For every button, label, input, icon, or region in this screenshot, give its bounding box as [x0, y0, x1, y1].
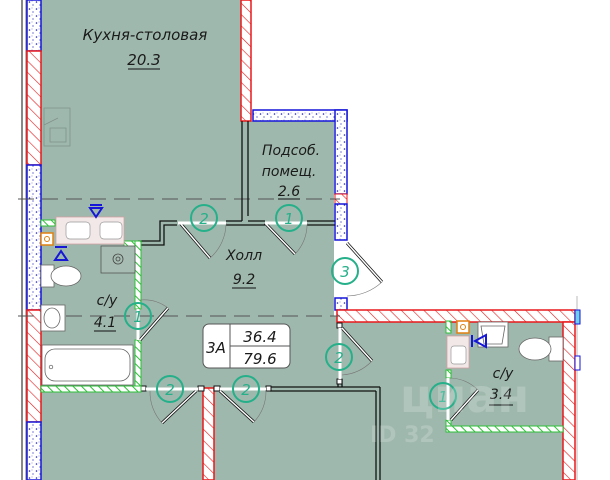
total-area: 79.6: [243, 350, 276, 368]
room-name: с/у: [493, 366, 514, 382]
svg-text:2: 2: [241, 381, 251, 399]
plumbing-partitions: [40, 219, 564, 433]
floor-fill: [41, 0, 574, 480]
stove-icon: [43, 107, 71, 147]
right-block-walls: [336, 296, 581, 480]
bath1-fixtures: [40, 204, 136, 386]
watermark: циан ID 32: [370, 369, 529, 448]
room-area: 9.2: [233, 272, 255, 288]
svg-text:3: 3: [340, 263, 350, 281]
room-hall: Холл 9.2: [225, 248, 262, 289]
toilet-icon: [518, 336, 564, 362]
room-area: 3.4: [490, 387, 512, 403]
boiler-icon: [40, 232, 54, 246]
door-bath2: [449, 377, 480, 422]
boiler-icon: [456, 320, 470, 334]
room-area: 4.1: [94, 315, 116, 331]
door-marker: 2: [190, 204, 218, 232]
room-name: Подсоб.: [262, 143, 320, 159]
interior-bearing-wall: [202, 387, 215, 480]
sink-icon: [40, 304, 66, 332]
svg-text:1: 1: [284, 210, 294, 228]
door-marker: 2: [325, 343, 353, 371]
room-name-2: помещ.: [262, 164, 317, 180]
door-marker: 3: [331, 257, 359, 285]
riser-marker-icon: [53, 204, 104, 261]
door-lower-right: [218, 389, 267, 424]
partitions: [138, 121, 381, 480]
watermark-brand: циан: [400, 369, 529, 423]
room-name: Кухня-столовая: [83, 26, 208, 44]
room-area: 2.6: [278, 184, 300, 200]
room-kitchen: Кухня-столовая 20.3: [83, 26, 208, 70]
room-name: с/у: [97, 293, 118, 309]
door-kitchen: [178, 222, 227, 259]
room-bathroom-1: с/у 4.1: [94, 293, 118, 332]
apartment-badge: 3А 36.4 79.6: [202, 323, 291, 369]
door-markers: 2 1 3 1 2 2 2 1: [124, 204, 457, 410]
svg-text:2: 2: [334, 349, 344, 367]
shower-drain-icon: [100, 245, 136, 274]
svg-text:1: 1: [133, 308, 143, 326]
room-storage: Подсоб. помещ. 2.6: [262, 143, 320, 200]
door-storage: [263, 221, 308, 256]
bathtub-icon: [41, 344, 134, 386]
door-marker: 2: [232, 375, 260, 403]
storage-walls: [252, 109, 348, 311]
svg-text:2: 2: [165, 381, 175, 399]
door-marker: 2: [156, 375, 184, 403]
svg-text:1: 1: [438, 388, 448, 406]
left-wall: [26, 0, 42, 480]
door-lower-room: [340, 326, 374, 376]
kitchen-right-wall: [240, 0, 252, 122]
apartment-type: 3А: [206, 339, 226, 357]
door-bath1: [138, 299, 170, 341]
doors: [138, 221, 480, 425]
room-area: 20.3: [127, 51, 160, 69]
outer-wall-left: [21, 0, 27, 480]
door-marker: 1: [124, 302, 152, 330]
door-entrance: [345, 241, 384, 297]
door-marker: 1: [275, 204, 303, 232]
riser-marker-icon: [471, 333, 487, 349]
svg-text:2: 2: [199, 210, 209, 228]
room-bathroom-2: с/у 3.4: [489, 366, 514, 406]
bath2-fixtures: [446, 320, 564, 369]
sink-icon: [477, 321, 509, 348]
living-area: 36.4: [243, 328, 276, 346]
room-name: Холл: [225, 248, 262, 264]
door-marker: 1: [429, 382, 457, 410]
door-lower-left: [149, 389, 198, 425]
watermark-id: ID 32: [370, 423, 435, 448]
toilet-icon: [40, 264, 82, 288]
